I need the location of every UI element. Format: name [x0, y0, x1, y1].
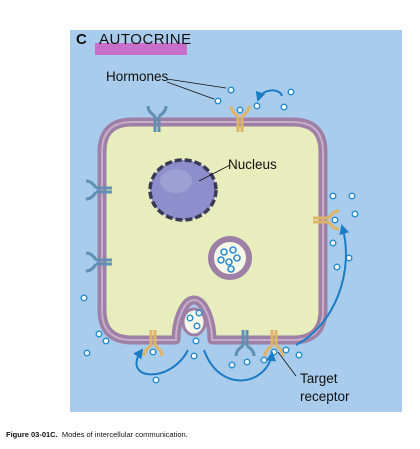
receptor-left-lower — [85, 251, 112, 273]
hormones-label: Hormones — [106, 69, 169, 84]
hormone — [227, 86, 235, 94]
nucleus-highlight — [160, 169, 192, 193]
figure-caption-text: Modes of intercellular communication. — [61, 430, 188, 439]
hormone — [260, 356, 268, 364]
hormones-leader-2 — [166, 81, 215, 100]
hormone — [228, 361, 236, 369]
hormone — [214, 97, 222, 105]
nucleus-envelope — [148, 158, 218, 222]
vesicle-outer — [208, 236, 252, 280]
receptor-top-left — [146, 105, 168, 132]
arrow-bottom-left — [133, 348, 189, 376]
panel-title: C AUTOCRINE — [76, 31, 192, 48]
hormone — [253, 102, 261, 110]
hormone — [280, 103, 288, 111]
hormone — [329, 192, 337, 200]
nucleus-leader-line — [198, 164, 231, 182]
hormone-in-vesicle — [229, 246, 237, 254]
hormone-secreted — [193, 322, 201, 330]
hormone — [102, 337, 110, 345]
hormone-in-vesicle — [227, 265, 235, 273]
receptor-bottom-left-bound — [142, 330, 164, 357]
signal-arrows — [133, 89, 350, 382]
panel-letter: C — [76, 31, 88, 48]
hormone — [95, 330, 103, 338]
receptor-top-bound — [229, 105, 251, 132]
hormone — [329, 239, 337, 247]
hormone — [80, 294, 88, 302]
receptor-right-bound — [313, 209, 340, 231]
hormone — [152, 376, 160, 384]
hormone — [190, 352, 198, 360]
cell-membrane — [97, 117, 328, 345]
hormone — [287, 88, 295, 96]
title-highlight-bar — [95, 43, 187, 55]
hormone-secreted — [195, 309, 203, 317]
hormone — [282, 346, 290, 354]
hormone — [348, 192, 356, 200]
extracellular-hormones — [80, 86, 359, 384]
nucleus — [148, 158, 218, 222]
hormone — [243, 358, 251, 366]
hormone-in-vesicle — [217, 256, 225, 264]
arrow-bottom-right — [203, 349, 276, 382]
hormone-in-vesicle — [220, 248, 228, 256]
hormones-leader-1 — [166, 78, 227, 89]
arrow-top — [255, 89, 283, 102]
figure-number: Figure 03-01C. — [6, 430, 58, 439]
hormone — [192, 337, 200, 345]
label-leader-lines — [166, 78, 297, 377]
internal-vesicle — [208, 236, 252, 280]
arrow-right — [295, 224, 350, 346]
hormone-in-vesicle — [233, 254, 241, 262]
hormone — [351, 210, 359, 218]
cell — [97, 117, 328, 345]
target-receptor-label-line2: receptor — [300, 389, 350, 404]
nucleus-label: Nucleus — [228, 157, 277, 172]
panel-title-text: AUTOCRINE — [99, 31, 192, 48]
cell-membrane-inner-line — [101, 121, 324, 341]
hormone — [295, 351, 303, 359]
hormone — [83, 349, 91, 357]
hormone-secreted — [186, 314, 194, 322]
target-receptor-leader — [277, 351, 297, 377]
hormone — [333, 263, 341, 271]
receptor-bottom-middle — [234, 330, 256, 357]
receptor-left-upper — [85, 179, 112, 201]
figure-caption: Figure 03-01C. Modes of intercellular co… — [6, 430, 188, 439]
target-receptor-label-line1: Target — [300, 371, 338, 386]
hormone-in-vesicle — [225, 258, 233, 266]
